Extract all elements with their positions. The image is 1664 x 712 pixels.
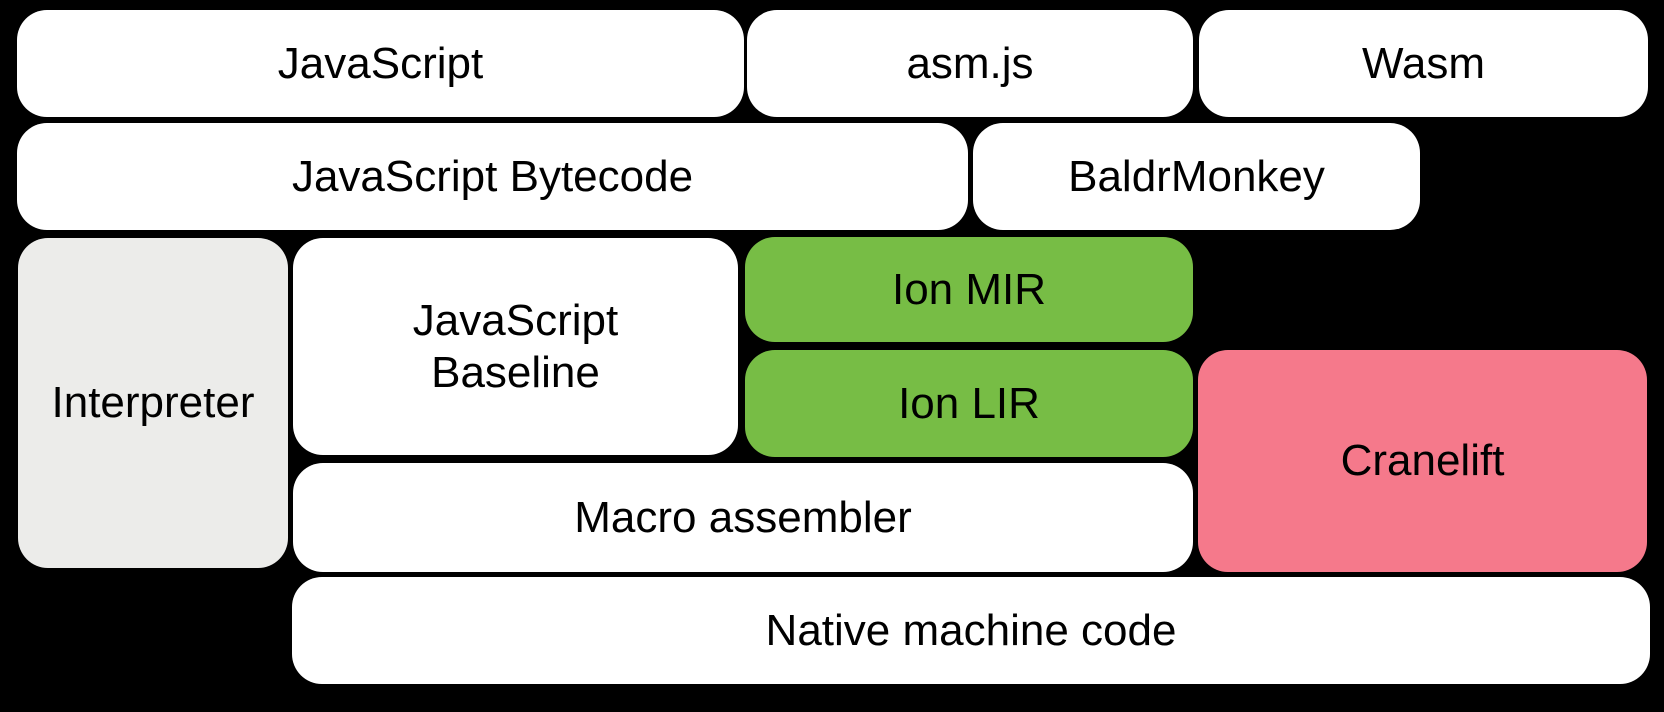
box-cranelift: Cranelift [1198, 350, 1647, 572]
box-ion-lir: Ion LIR [745, 350, 1193, 457]
box-ion-mir: Ion MIR [745, 237, 1193, 342]
box-javascript-baseline: JavaScript Baseline [293, 238, 738, 455]
box-baldrmonkey: BaldrMonkey [973, 123, 1420, 230]
box-interpreter: Interpreter [18, 238, 288, 568]
box-macro-assembler: Macro assembler [293, 463, 1193, 572]
box-asm-js: asm.js [747, 10, 1193, 117]
box-wasm: Wasm [1199, 10, 1648, 117]
box-javascript-bytecode: JavaScript Bytecode [17, 123, 968, 230]
box-javascript: JavaScript [17, 10, 744, 117]
box-native-machine-code: Native machine code [292, 577, 1650, 684]
